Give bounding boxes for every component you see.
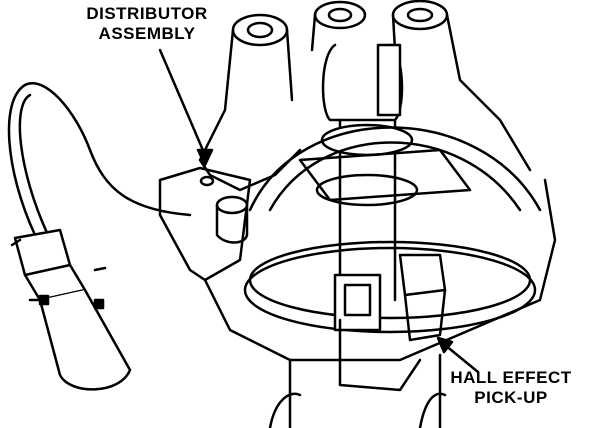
hall-label-line1: HALL EFFECT	[450, 368, 572, 387]
distributor-cap	[198, 0, 532, 192]
distributor-shank	[268, 318, 447, 428]
hall-effect-pickup	[333, 253, 447, 342]
connector-plug	[10, 228, 132, 391]
hall-label-line2: PICK-UP	[474, 388, 548, 407]
distributor-housing	[158, 166, 557, 362]
hall-effect-pickup-label: HALL EFFECT PICK-UP	[436, 368, 586, 408]
leader-lines	[158, 48, 480, 374]
distributor-assembly-label: DISTRIBUTOR ASSEMBLY	[62, 4, 232, 44]
distributor-label-line2: ASSEMBLY	[98, 24, 196, 43]
distributor-leader	[158, 48, 207, 157]
rotor-plate	[243, 126, 542, 334]
hall-effect-leader	[443, 343, 480, 374]
connector-wire	[7, 82, 192, 237]
distributor-label-line1: DISTRIBUTOR	[86, 4, 208, 23]
rotor-shaft	[298, 43, 472, 302]
